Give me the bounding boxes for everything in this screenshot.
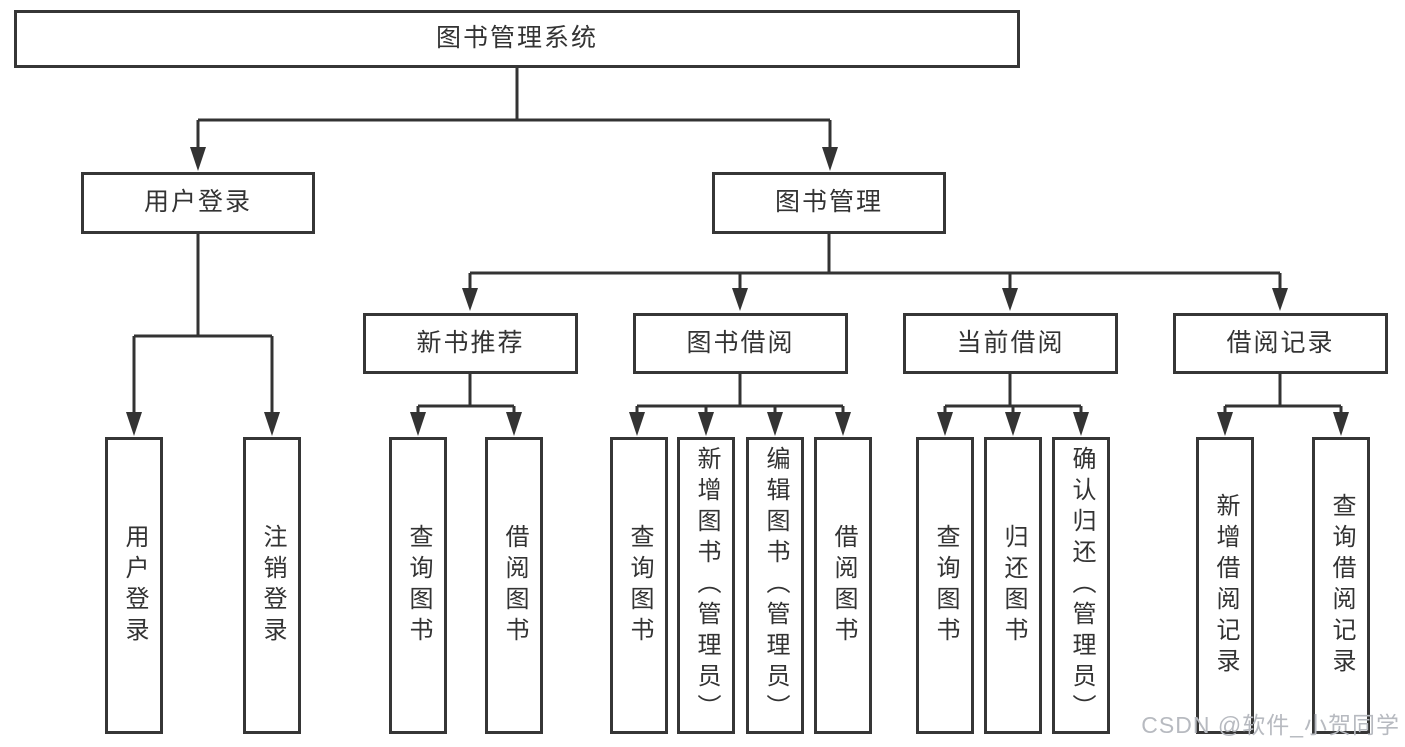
node-borrowing-records: 借阅记录 <box>1173 313 1388 374</box>
node-book-borrowing: 图书借阅 <box>633 313 848 374</box>
leaf-logout: 注销登录 <box>243 437 301 734</box>
leaf-borrow-books: 借阅图书 <box>814 437 872 734</box>
leaf-add-borrow-record: 新增借阅记录 <box>1196 437 1254 734</box>
leaf-confirm-return-admin: 确认归还（管理员） <box>1052 437 1110 734</box>
arrowheads <box>126 147 1349 436</box>
leaf-query-books-borrowing: 查询图书 <box>610 437 668 734</box>
leaf-add-books-admin: 新增图书（管理员） <box>677 437 735 734</box>
csdn-watermark: CSDN @软件_小贺同学 <box>1141 712 1400 738</box>
node-user-login: 用户登录 <box>81 172 315 234</box>
node-library-management-system: 图书管理系统 <box>14 10 1020 68</box>
node-current-borrowing: 当前借阅 <box>903 313 1118 374</box>
leaf-edit-books-admin: 编辑图书（管理员） <box>746 437 804 734</box>
node-new-book-recommendation: 新书推荐 <box>363 313 578 374</box>
leaf-query-books-current: 查询图书 <box>916 437 974 734</box>
leaf-query-books-recommend: 查询图书 <box>389 437 447 734</box>
leaf-user-login: 用户登录 <box>105 437 163 734</box>
leaf-query-borrow-record: 查询借阅记录 <box>1312 437 1370 734</box>
leaf-return-books: 归还图书 <box>984 437 1042 734</box>
node-book-management: 图书管理 <box>712 172 946 234</box>
leaf-borrow-books-recommend: 借阅图书 <box>485 437 543 734</box>
